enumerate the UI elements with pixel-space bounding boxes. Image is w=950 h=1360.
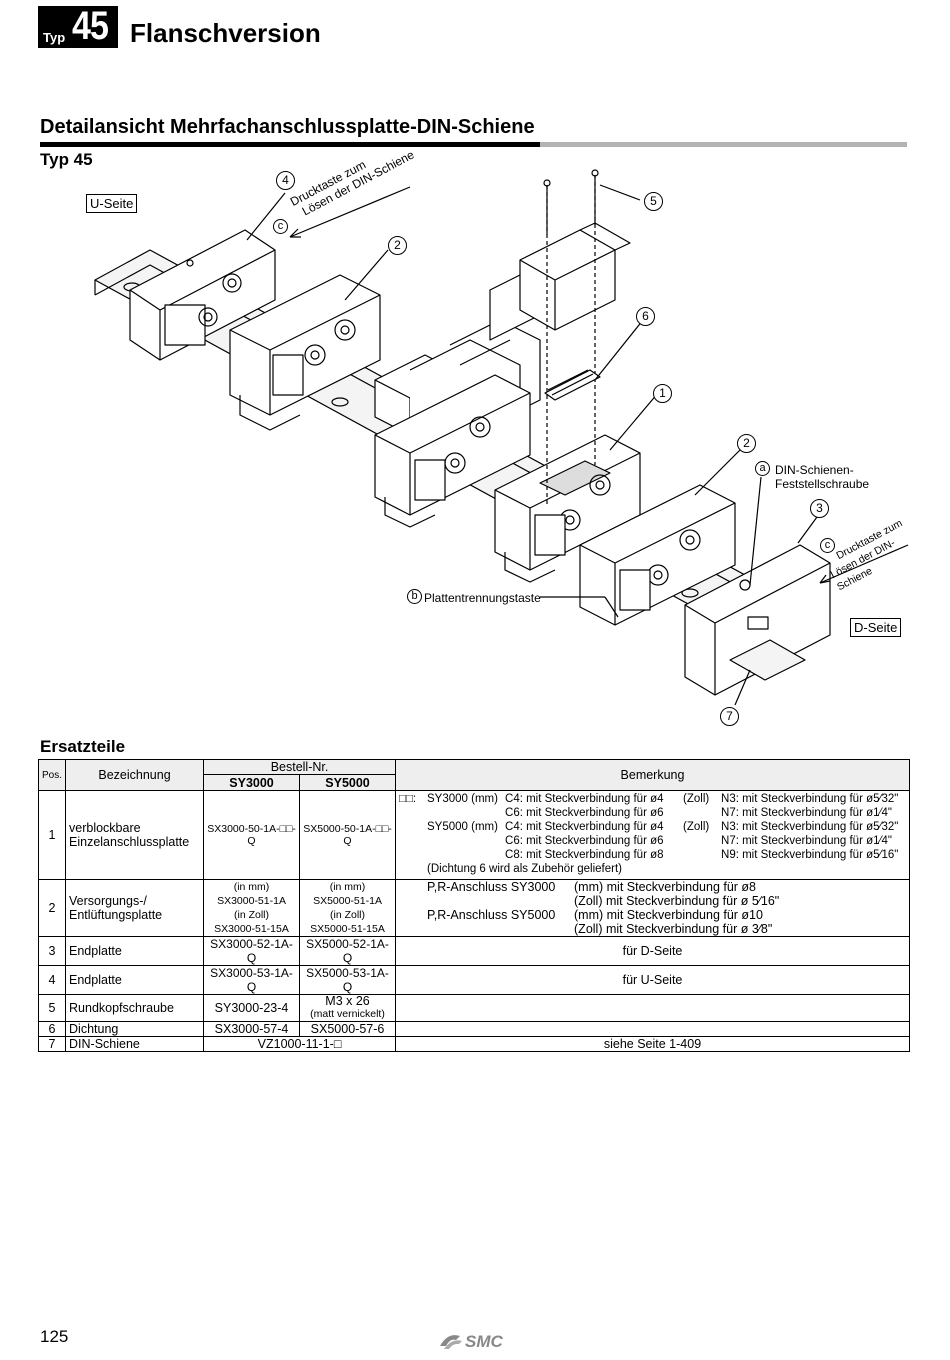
callout-7: 7 <box>720 707 739 726</box>
u-side-label: U-Seite <box>86 194 138 213</box>
callout-b: b <box>407 589 422 604</box>
spare-parts-table: Pos. Bezeichnung Bestell-Nr. Bemerkung S… <box>37 759 910 1052</box>
plate-separation-note: Plattentrennungstaste <box>424 591 541 605</box>
section-title: Detailansicht Mehrfachanschlussplatte-DI… <box>40 116 535 138</box>
header-pos: Pos. <box>37 759 67 791</box>
table-row: 5 Rundkopfschraube SY3000-23-4 M3 x 26 (… <box>37 994 910 1022</box>
callout-2-right: 2 <box>737 434 756 453</box>
table-row: 4 Endplatte SX3000-53-1A-Q SX5000-53-1A-… <box>37 965 910 995</box>
header-name: Bezeichnung <box>65 759 205 791</box>
subsection-title: Typ 45 <box>40 150 93 169</box>
spare-parts-title: Ersatzteile <box>40 737 126 756</box>
table-row: 7 DIN-Schiene VZ1000-11-1-□ siehe Seite … <box>37 1036 910 1052</box>
smc-logo-icon: SMC <box>438 1330 518 1352</box>
page-number: 125 <box>40 1327 69 1346</box>
table-row: 3 Endplatte SX3000-52-1A-Q SX5000-52-1A-… <box>37 936 910 966</box>
exploded-view-drawing <box>94 169 909 706</box>
row1-remark: □□:SY3000 (mm)C4: mit Steckverbindung fü… <box>395 790 910 880</box>
callout-3: 3 <box>810 499 829 518</box>
table-row: 1 verblockbare Einzelanschlussplatte SX3… <box>37 790 910 880</box>
d-side-label: D-Seite <box>850 618 902 637</box>
type-badge-number: 45 <box>72 4 109 48</box>
din-rail-screw-note: DIN-Schienen- Feststellschraube <box>775 463 870 491</box>
callout-4: 4 <box>276 171 295 190</box>
callout-c-left: c <box>273 219 288 234</box>
table-row: 2 Versorgungs-/ Entlüftungsplatte (in mm… <box>37 879 910 937</box>
header-order: Bestell-Nr. <box>203 759 397 775</box>
header-sy5000: SY5000 <box>299 774 397 791</box>
header-sy3000: SY3000 <box>203 774 301 791</box>
callout-1: 1 <box>653 384 672 403</box>
smc-logo-text: SMC <box>465 1332 504 1351</box>
exploded-view-diagram: U-Seite D-Seite 4 2 5 6 1 2 3 7 a DIN-Sc… <box>40 148 910 740</box>
callout-c-right: c <box>820 538 835 553</box>
smc-logo-mark: SMC <box>440 1332 504 1351</box>
section-rule <box>40 142 907 147</box>
header-remark: Bemerkung <box>395 759 910 791</box>
row2-remark: P,R-Anschluss SY3000(mm) mit Steckverbin… <box>395 879 910 937</box>
table-row: 6 Dichtung SX3000-57-4 SX5000-57-6 <box>37 1021 910 1037</box>
callout-2-left: 2 <box>388 236 407 255</box>
callout-5: 5 <box>644 192 663 211</box>
page-title: Flanschversion <box>130 18 321 48</box>
callout-a: a <box>755 461 770 476</box>
callout-6: 6 <box>636 307 655 326</box>
type-badge: Typ 45 <box>38 4 118 48</box>
type-badge-label: Typ <box>43 30 66 45</box>
